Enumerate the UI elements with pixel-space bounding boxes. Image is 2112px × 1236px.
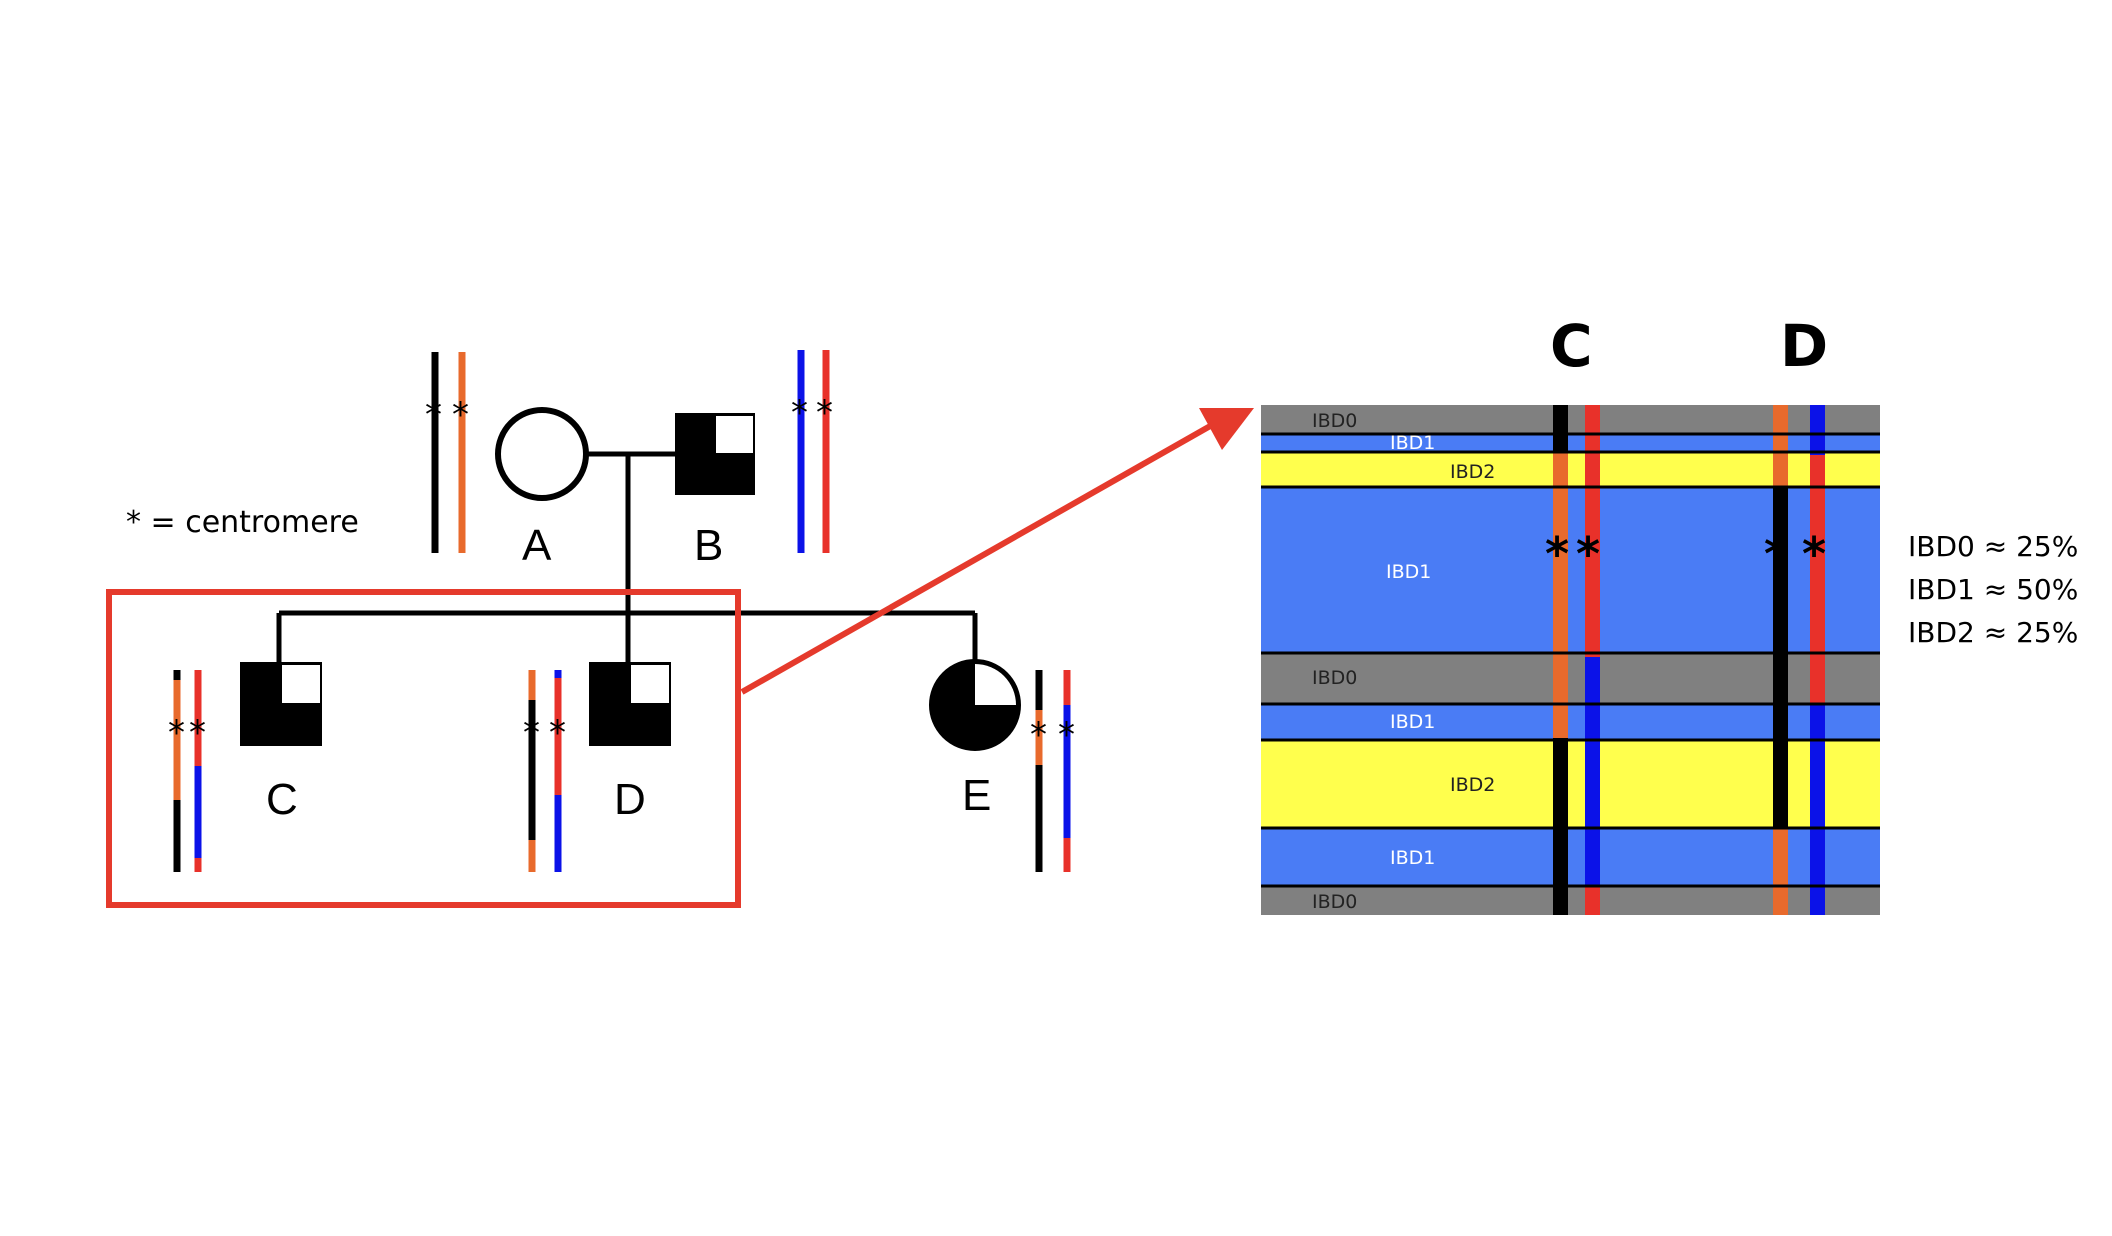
band-label: IBD0 [1312,891,1357,913]
chromosomes-b: * * [791,350,833,553]
stat-ibd1: IBD1 ≈ 50% [1908,573,2078,606]
centromere-mark: * [189,713,206,753]
stat-ibd2: IBD2 ≈ 25% [1908,616,2078,649]
individual-e-label: E [962,771,991,820]
individual-a-label: A [522,521,552,570]
ibd-panel: C D [1261,312,2078,915]
band-ibd1 [1261,434,1880,452]
individual-b-symbol [675,413,755,495]
individual-d-symbol [589,662,671,746]
band-label: IBD1 [1386,561,1431,583]
zoom-arrow [740,408,1254,695]
column-header-c: C [1550,312,1593,380]
centromere-mark: * [1576,527,1600,581]
column-header-d: D [1780,312,1828,380]
chromosomes-c: * * [168,670,206,872]
chromosomes-e: * * [1030,670,1075,872]
centromere-mark: * [549,713,566,753]
individual-a-symbol [495,407,589,501]
band-label: IBD2 [1450,774,1495,796]
individual-e-symbol [929,659,1021,751]
pedigree: * = centromere * * * * A B [106,350,1254,908]
band-separators [1261,432,1880,888]
centromere-mark: * [425,395,442,435]
band-label: IBD0 [1312,667,1357,689]
centromere-mark: * [168,713,185,753]
band-label: IBD0 [1312,410,1357,432]
centromere-legend: * = centromere [126,505,359,540]
highlight-box [106,589,741,908]
chromosomes-a: * * [425,352,469,553]
centromere-mark: * [816,393,833,433]
individual-d-label: D [614,775,646,824]
chromosomes-d: * * [523,670,566,872]
band-label: IBD2 [1450,461,1495,483]
individual-c-symbol [240,662,322,746]
centromere-mark: * [1802,527,1826,581]
centromere-mark: * [1030,715,1047,755]
centromere-mark: * [1545,527,1569,581]
centromere-mark: * [1058,715,1075,755]
centromere-mark: * [1764,527,1788,581]
individual-c-label: C [266,775,298,824]
band-label: IBD1 [1390,847,1435,869]
chromosome-columns-d [1773,405,1825,915]
band-label: IBD1 [1390,432,1435,454]
individual-b-label: B [694,521,723,570]
centromere-mark: * [791,393,808,433]
centromere-mark: * [452,395,469,435]
stat-ibd0: IBD0 ≈ 25% [1908,530,2078,563]
band-label: IBD1 [1390,711,1435,733]
centromere-mark: * [523,713,540,753]
